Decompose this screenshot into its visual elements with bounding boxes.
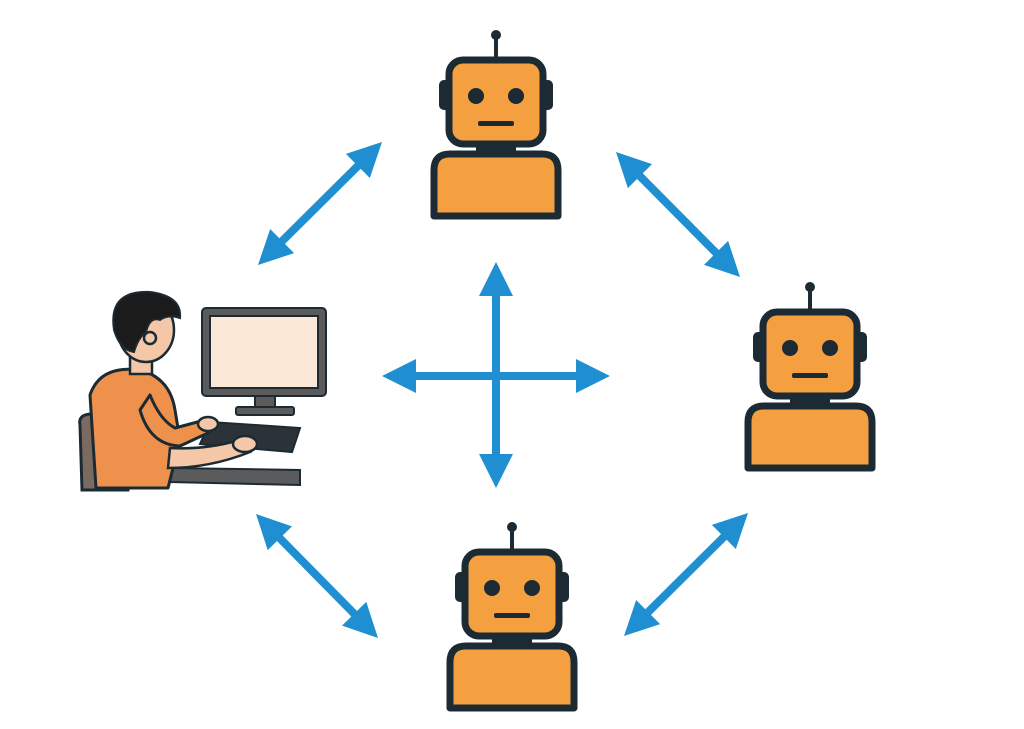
arrowhead bbox=[616, 152, 653, 189]
robot-top-icon bbox=[434, 30, 558, 216]
arrow-human-to-robot-bottom bbox=[256, 514, 378, 638]
robot-right-icon bbox=[748, 282, 872, 468]
arrowhead bbox=[576, 359, 610, 393]
arrowhead bbox=[382, 359, 416, 393]
arrowhead bbox=[703, 240, 740, 277]
arrowhead bbox=[711, 513, 748, 550]
arrowhead bbox=[258, 228, 295, 265]
robot-bottom-icon bbox=[450, 522, 574, 708]
monitor-icon bbox=[201, 307, 327, 416]
center-vertical-arrow bbox=[479, 262, 513, 488]
user-at-computer-icon bbox=[78, 290, 327, 492]
arrowhead bbox=[624, 599, 661, 636]
desk-icon bbox=[169, 466, 301, 487]
arrowhead bbox=[342, 601, 378, 638]
arrowhead bbox=[479, 454, 513, 488]
connection-arrows bbox=[256, 142, 748, 638]
arrow-robot-bottom-to-robot-right bbox=[624, 513, 748, 636]
arrowhead bbox=[256, 514, 292, 551]
arrow-robot-top-to-robot-right bbox=[616, 152, 740, 277]
arrowhead bbox=[479, 262, 513, 296]
arrowhead bbox=[345, 142, 382, 179]
center-four-way-arrow-icon bbox=[382, 262, 610, 488]
arrow-human-to-robot-top bbox=[258, 142, 382, 265]
